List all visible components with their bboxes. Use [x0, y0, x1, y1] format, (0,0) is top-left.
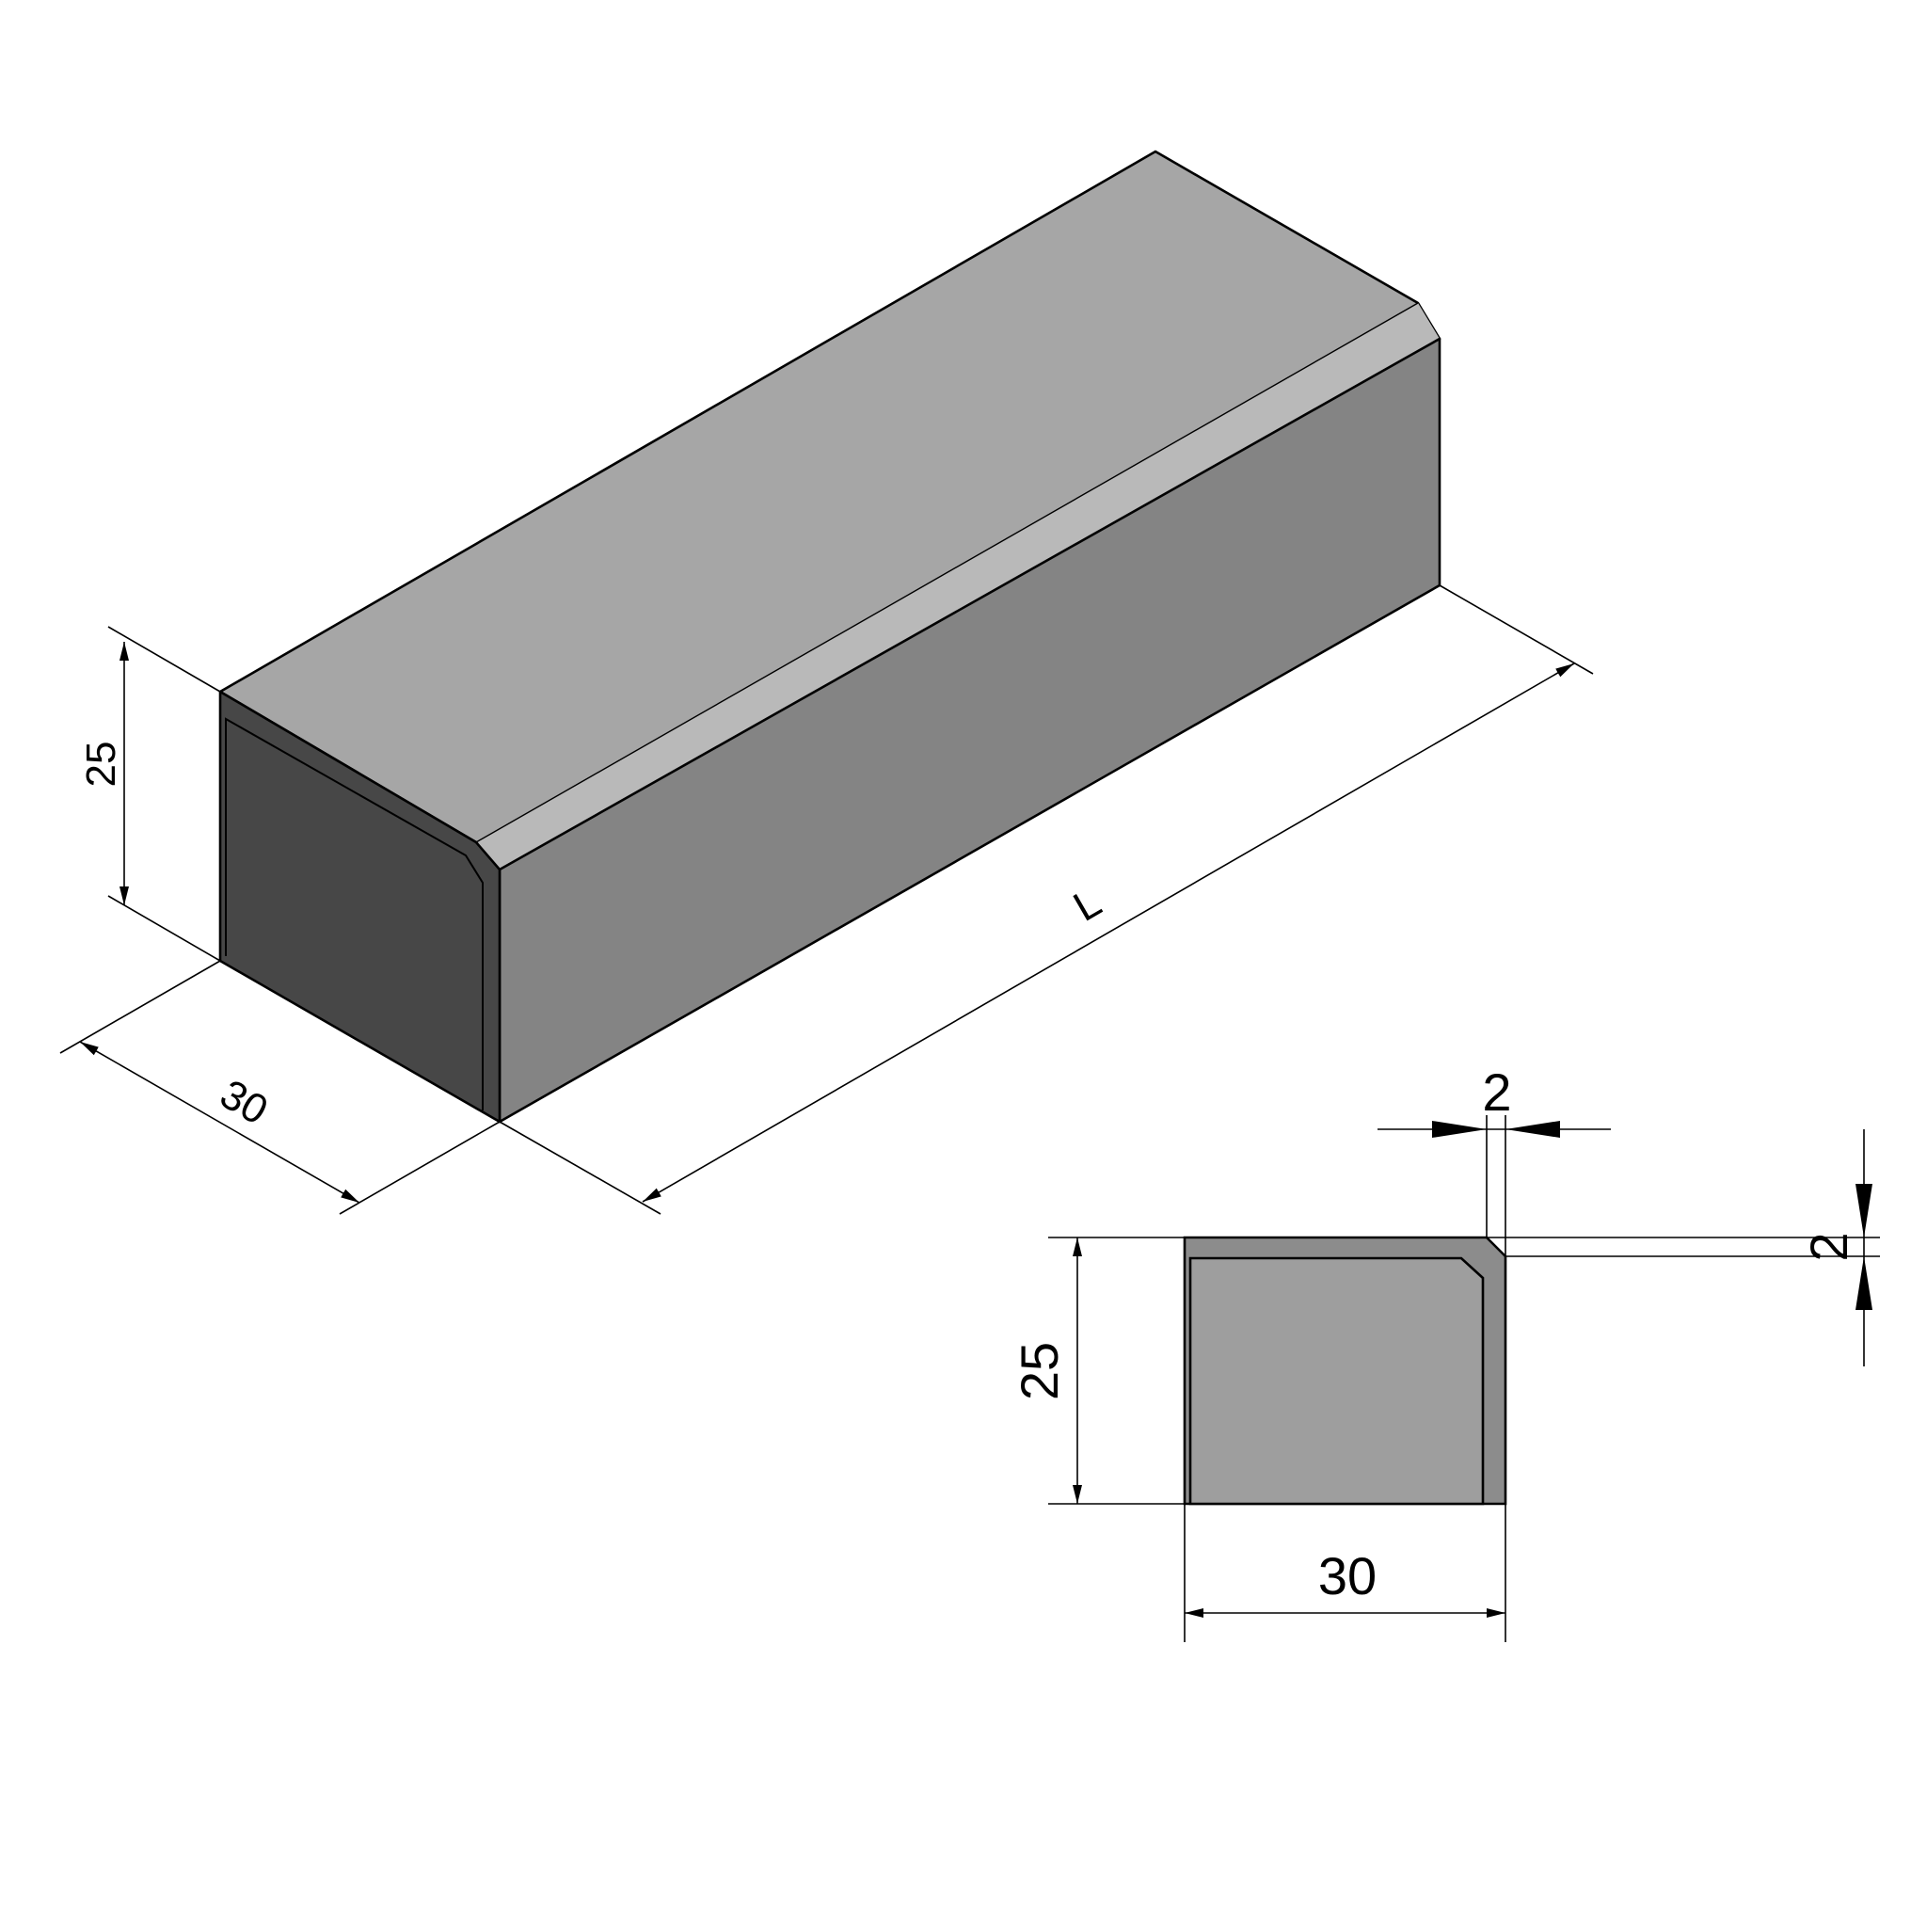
width-dimension-line	[79, 1041, 360, 1204]
section-height-label: 25	[1010, 1342, 1069, 1400]
iso-width-label: 30	[213, 1071, 276, 1134]
chamfer-x-arrow-right	[1505, 1121, 1560, 1138]
chamfer-y-arrow-bottom	[1855, 1256, 1872, 1310]
chamfer-x-label: 2	[1482, 1062, 1511, 1122]
length-extension-left	[499, 1121, 661, 1215]
chamfer-y-arrow-top	[1855, 1184, 1872, 1237]
height-extension-top	[107, 626, 221, 693]
chamfer-ridge	[475, 302, 1419, 843]
iso-length-label: L	[1066, 879, 1109, 931]
height-extension-bottom	[107, 895, 221, 962]
end-face-inner-outline	[225, 717, 484, 1110]
chamfer-y-label: 2	[1799, 1232, 1858, 1261]
block-end-face	[218, 690, 502, 1124]
width-extension-right	[339, 1121, 501, 1215]
isometric-view: 25 30 L	[59, 150, 1594, 1215]
cross-section-view: 25 30 2 2	[1010, 1062, 1880, 1642]
width-extension-left	[59, 960, 221, 1054]
length-extension-right	[1439, 584, 1594, 675]
section-width-label: 30	[1318, 1546, 1377, 1605]
chamfer-x-arrow-left	[1432, 1121, 1487, 1138]
iso-height-label: 25	[78, 742, 124, 788]
length-dimension-line	[642, 663, 1575, 1203]
section-inner-profile	[1188, 1256, 1485, 1506]
